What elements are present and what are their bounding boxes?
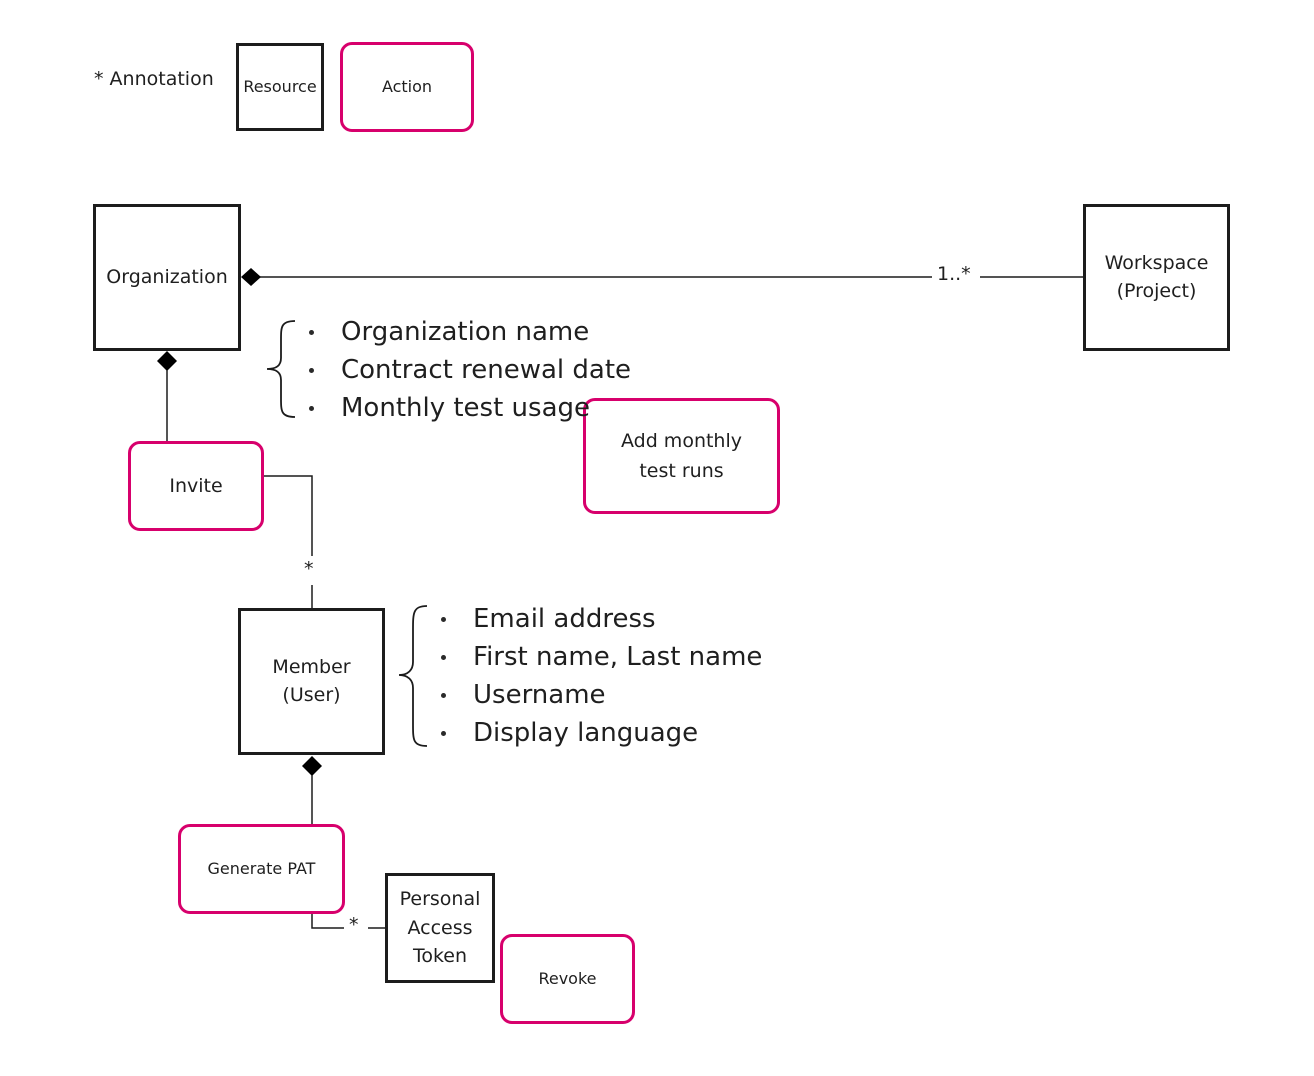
org-attribute-item: Monthly test usage	[309, 389, 631, 427]
org-workspace-multiplicity: 1..*	[937, 263, 971, 285]
add-monthly-test-runs-action: Add monthly test runs	[583, 398, 780, 514]
legend-resource-box: Resource	[236, 43, 324, 131]
organization-resource: Organization	[93, 204, 241, 351]
personal-access-token-resource: Personal Access Token	[385, 873, 495, 983]
invite-member-line	[262, 475, 313, 556]
member-attribute-item: Username	[441, 676, 762, 714]
member-attribute-item: Email address	[441, 600, 762, 638]
member-attributes-brace	[398, 605, 428, 747]
legend-annotation: * Annotation	[94, 68, 214, 90]
pat-token-multiplicity: *	[349, 914, 359, 936]
revoke-action: Revoke	[500, 934, 635, 1024]
legend-action-box: Action	[340, 42, 474, 132]
org-composition-diamond-bottom	[157, 351, 177, 371]
member-attribute-item: First name, Last name	[441, 638, 762, 676]
invite-member-multiplicity: *	[304, 558, 314, 580]
member-composition-diamond-bottom	[302, 756, 322, 776]
org-attribute-item: Organization name	[309, 313, 631, 351]
pat-token-line	[311, 912, 344, 929]
org-attribute-item: Contract renewal date	[309, 351, 631, 389]
invite-action: Invite	[128, 441, 264, 531]
member-resource: Member (User)	[238, 608, 385, 755]
org-composition-diamond-right	[241, 268, 261, 286]
generate-pat-action: Generate PAT	[178, 824, 345, 914]
workspace-resource: Workspace (Project)	[1083, 204, 1230, 351]
member-attribute-item: Display language	[441, 714, 762, 752]
member-attributes-list: Email address First name, Last name User…	[441, 600, 762, 752]
org-attributes-brace	[266, 320, 296, 418]
organization-attributes-list: Organization name Contract renewal date …	[309, 313, 631, 427]
